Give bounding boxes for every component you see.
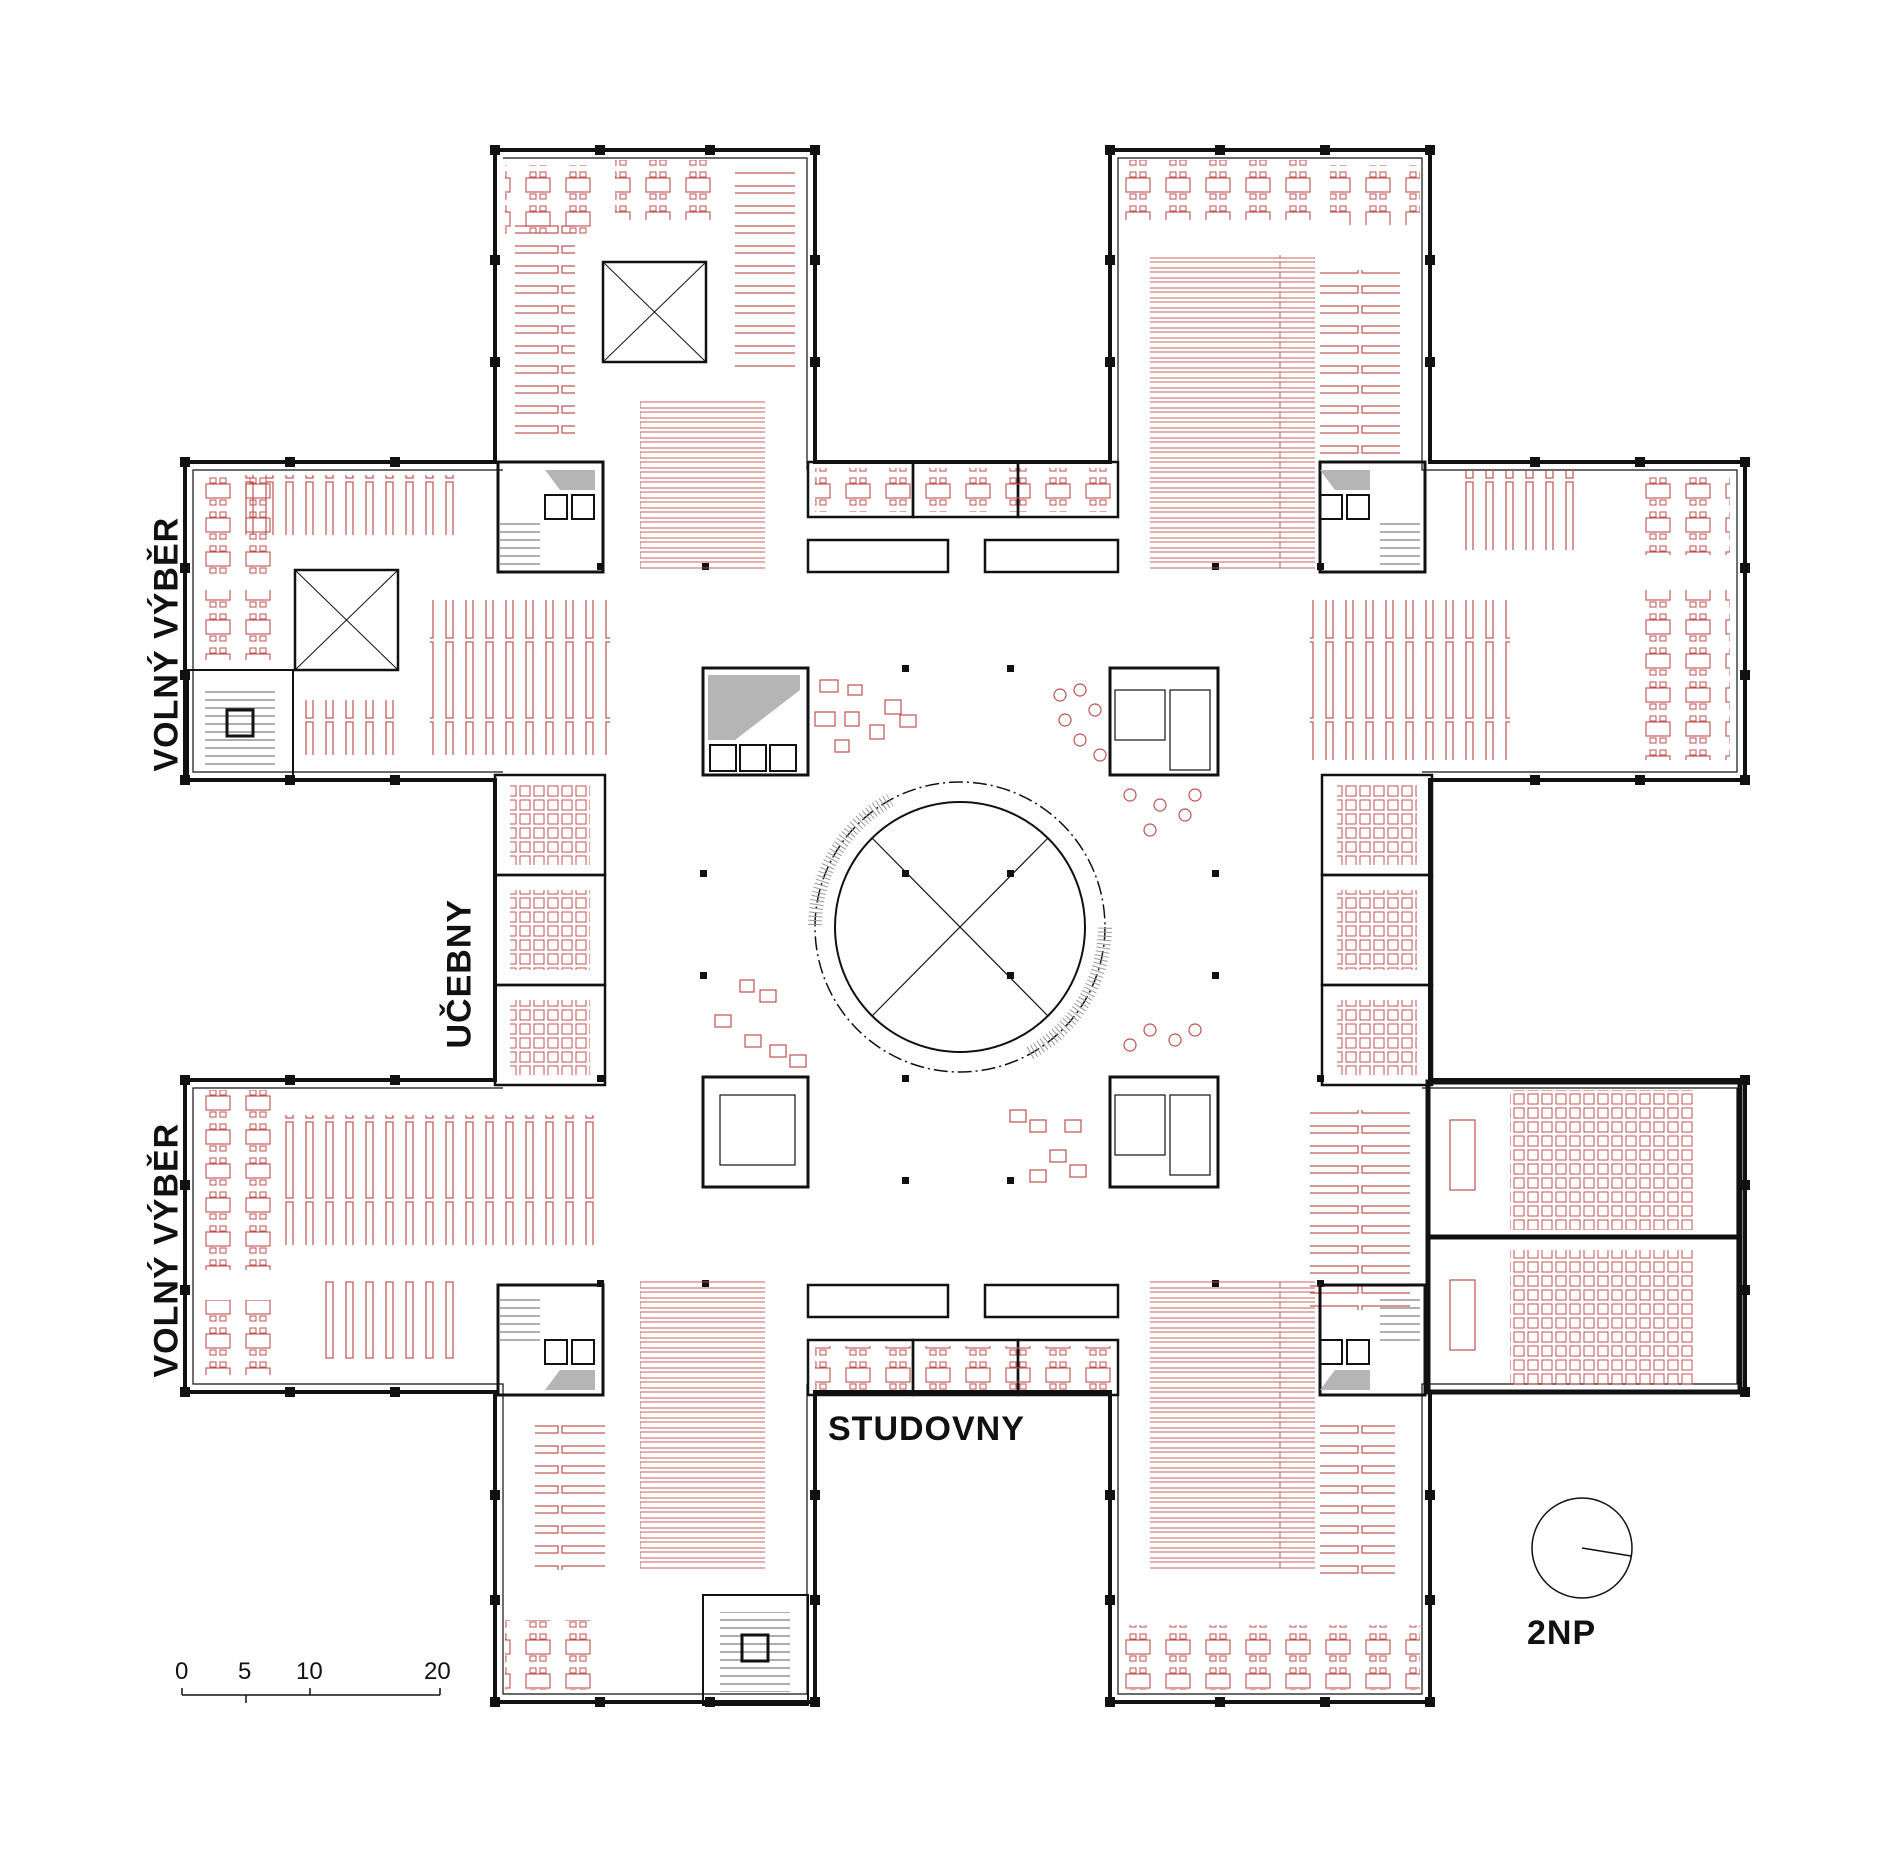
central-rotunda	[808, 781, 1113, 1073]
bookshelves	[245, 170, 1575, 1575]
shaded-shafts	[545, 470, 1370, 1390]
lounge-furniture	[714, 679, 1202, 1183]
lecture-halls	[1425, 1079, 1743, 1395]
structural-columns	[180, 145, 1750, 1707]
outline-inner	[192, 157, 1738, 1695]
study-room-furniture	[815, 468, 1115, 1390]
reading-desks	[200, 160, 1730, 1690]
elevators	[225, 494, 1370, 1663]
scale-tick-20: 20	[424, 1658, 451, 1685]
label-studovny: STUDOVNY	[828, 1410, 1025, 1448]
classroom-seats	[510, 785, 1417, 1075]
label-ucebny: UČEBNY	[440, 898, 479, 1049]
building-outline	[183, 148, 1747, 1704]
scale-tick-10: 10	[296, 1658, 323, 1685]
label-floor: 2NP	[1527, 1614, 1597, 1652]
stair-flights	[205, 520, 1420, 1692]
atrium-voids	[293, 260, 708, 672]
classrooms	[493, 773, 1434, 1087]
scale-bar	[181, 1688, 441, 1703]
north-arrow	[1531, 1497, 1633, 1599]
label-volny-vyber-bottom: VOLNÝ VÝBĚR	[147, 1122, 186, 1378]
label-volny-vyber-top: VOLNÝ VÝBĚR	[147, 516, 186, 772]
scale-tick-0: 0	[175, 1658, 189, 1685]
scale-tick-5: 5	[238, 1658, 252, 1685]
wc-fixtures	[719, 689, 1211, 1176]
